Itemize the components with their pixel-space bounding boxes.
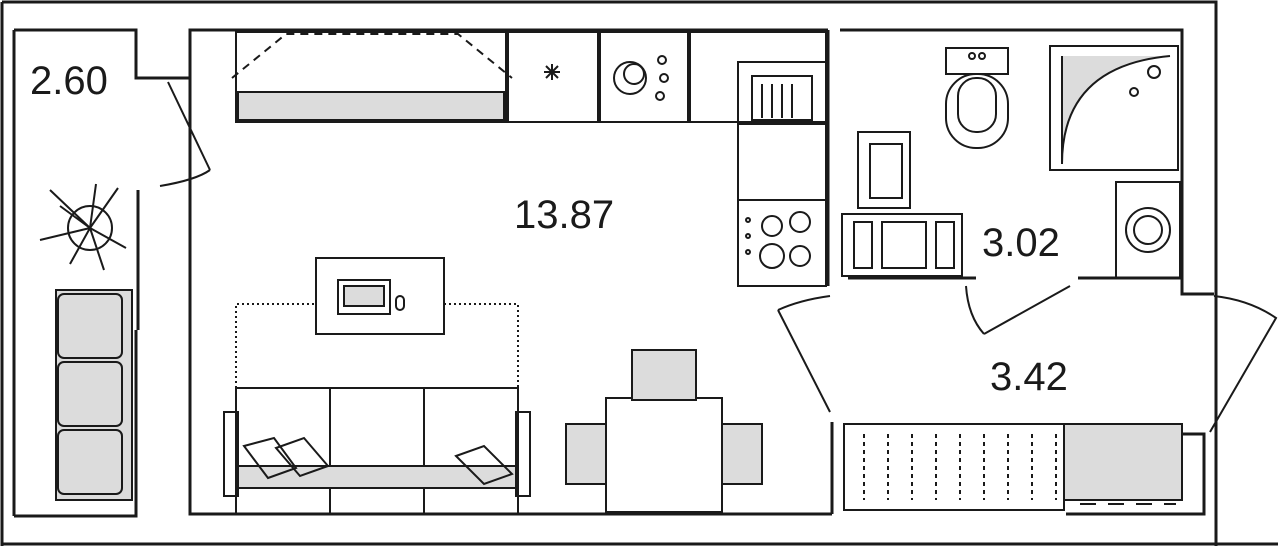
- sofa: [223, 387, 531, 515]
- oven: [841, 213, 963, 277]
- washing-machine: [1115, 181, 1181, 279]
- hallway-doors: [777, 285, 1278, 433]
- hallway-area-label: 3.42: [990, 355, 1068, 399]
- dining-table: [565, 349, 763, 513]
- desk: [235, 257, 519, 388]
- balcony-door: [159, 81, 211, 187]
- shower: [1049, 45, 1179, 171]
- kitchen-counter: [737, 123, 827, 201]
- balcony-area-label: 2.60: [30, 59, 108, 103]
- plant-icon: [39, 183, 127, 271]
- wardrobe: [843, 423, 1183, 511]
- sink: [737, 61, 827, 125]
- washbasin: [857, 131, 911, 209]
- kitchen-cabinets: [231, 31, 827, 123]
- toilet: [945, 47, 1009, 149]
- bathroom-area-label: 3.02: [982, 221, 1060, 265]
- cooktop: [737, 199, 827, 287]
- balcony-cabinet: [55, 289, 133, 501]
- main-room-area-label: 13.87: [514, 193, 614, 237]
